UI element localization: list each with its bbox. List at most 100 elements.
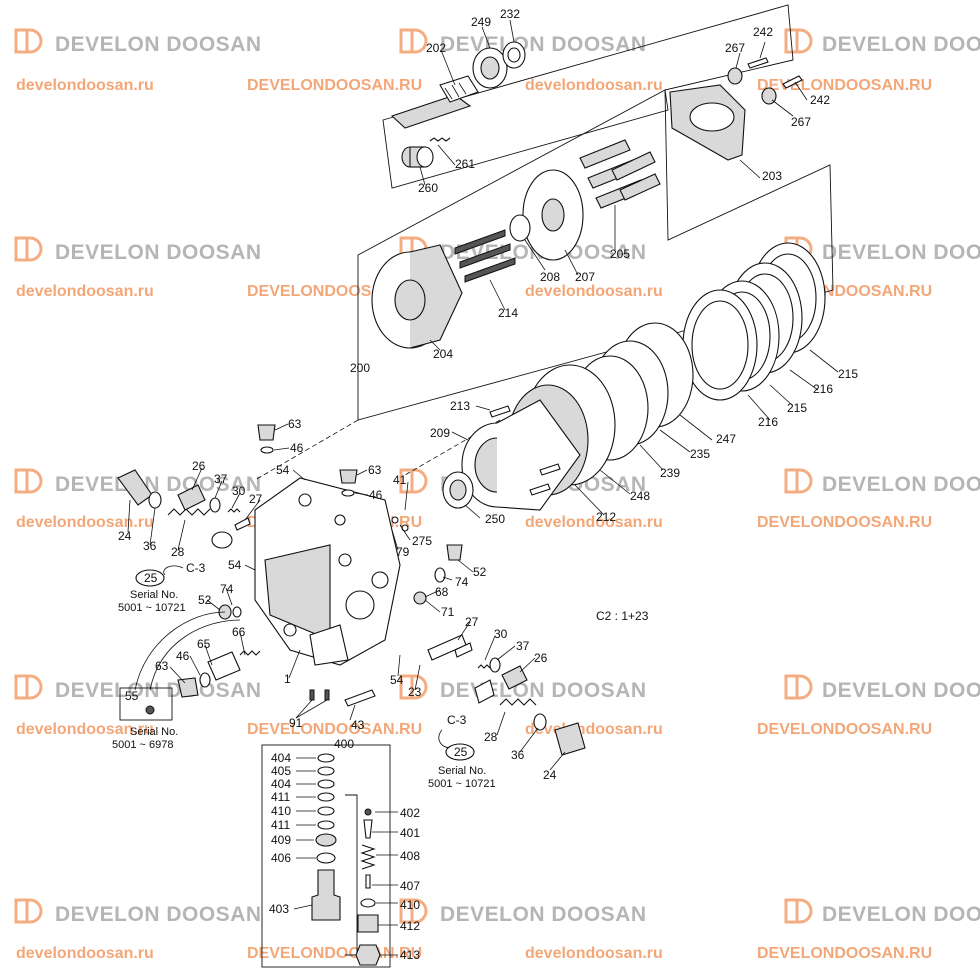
- plug-63-bottom: [177, 672, 211, 698]
- callout-406: 406: [271, 851, 291, 865]
- watermark-url: develondoosan.ru: [16, 721, 154, 738]
- frame-55: [119, 687, 173, 721]
- plate-207: [522, 169, 584, 261]
- callout-401: 401: [400, 826, 420, 840]
- callout-52: 52: [198, 593, 212, 607]
- callout-41: 41: [393, 473, 407, 487]
- assembly-frames: [254, 4, 834, 968]
- callout-68: 68: [435, 585, 449, 599]
- callout-37: 37: [516, 639, 530, 653]
- callout-410: 410: [271, 804, 291, 818]
- plug-63-mid: [339, 469, 358, 497]
- housing-209: [461, 399, 581, 511]
- callout-232: 232: [500, 7, 520, 21]
- callout-275: 275: [412, 534, 432, 548]
- watermark-logo: DEVELON DOOSAN: [784, 468, 980, 496]
- watermark-logo: DEVELON DOOSAN: [14, 898, 262, 926]
- c2-note: C2 : 1+23: [596, 609, 649, 623]
- watermark-url: develondoosan.ru: [525, 77, 663, 94]
- serial-label-left: Serial No.: [130, 589, 178, 601]
- watermark-logo: DEVELON DOOSAN: [784, 28, 980, 56]
- callout-200: 200: [350, 361, 370, 375]
- callout-216: 216: [758, 415, 778, 429]
- callout-28: 28: [484, 730, 498, 744]
- callout-242: 242: [753, 25, 773, 39]
- callout-202: 202: [426, 41, 446, 55]
- svg-text:DEVELON DOOSAN: DEVELON DOOSAN: [55, 473, 262, 496]
- leader-lines: [127, 19, 839, 771]
- callout-411: 411: [271, 790, 290, 804]
- watermark-layer: DEVELON DOOSAN DEVELON DOOSAN DEVELON DO…: [14, 28, 980, 962]
- callout-260: 260: [418, 181, 438, 195]
- callout-46: 46: [369, 488, 383, 502]
- watermark-url: develondoosan.ru: [16, 945, 154, 962]
- callout-207: 207: [575, 270, 595, 284]
- valve-26-37-30-left: [177, 484, 251, 549]
- callout-54: 54: [390, 673, 404, 687]
- callout-79: 79: [396, 545, 410, 559]
- callout-63: 63: [368, 463, 382, 477]
- plate-203: [669, 84, 746, 161]
- callout-1: 1: [284, 672, 291, 686]
- callout-411: 411: [271, 818, 290, 832]
- callout-215: 215: [787, 401, 807, 415]
- watermark-logo: DEVELON DOOSAN: [399, 898, 647, 926]
- callout-261: 261: [455, 157, 475, 171]
- callout-216: 216: [813, 382, 833, 396]
- callout-404: 404: [271, 751, 291, 765]
- callout-204: 204: [433, 347, 453, 361]
- plug-24-right: [533, 713, 586, 756]
- ref-25-right: 25: [454, 745, 468, 759]
- callout-74: 74: [220, 582, 234, 596]
- watermark-url: DEVELONDOOSAN.RU: [247, 721, 422, 738]
- watermark-url: develondoosan.ru: [525, 514, 663, 531]
- watermark-url: DEVELONDOOSAN.RU: [757, 514, 932, 531]
- svg-text:DEVELON DOOSAN: DEVELON DOOSAN: [440, 903, 647, 926]
- bearing-250: [442, 471, 474, 509]
- callout-24: 24: [543, 768, 557, 782]
- callout-250: 250: [485, 512, 505, 526]
- bush-260: [401, 146, 434, 168]
- serial-label-bottom: Serial No.: [130, 726, 178, 738]
- watermark-url: DEVELONDOOSAN.RU: [247, 945, 422, 962]
- callout-26: 26: [534, 651, 548, 665]
- valve-403: [311, 869, 341, 921]
- serial-range-bottom: 5001 ~ 6978: [112, 739, 173, 751]
- valve-65-66: [207, 650, 261, 681]
- callout-30: 30: [232, 484, 246, 498]
- svg-text:DEVELON DOOSAN: DEVELON DOOSAN: [822, 903, 980, 926]
- callout-208: 208: [540, 270, 560, 284]
- callout-267: 267: [725, 41, 745, 55]
- cylinder-204: [371, 244, 463, 349]
- callout-400: 400: [334, 737, 354, 751]
- callout-405: 405: [271, 764, 291, 778]
- callout-54: 54: [276, 463, 290, 477]
- watermark-url: develondoosan.ru: [16, 77, 154, 94]
- watermark-logo: DEVELON DOOSAN: [784, 674, 980, 702]
- callout-36: 36: [143, 539, 157, 553]
- callout-213: 213: [450, 399, 470, 413]
- plug-55: [145, 705, 155, 715]
- callout-242: 242: [810, 93, 830, 107]
- callout-65: 65: [197, 637, 211, 651]
- valve-parts-401-413: [355, 808, 381, 966]
- callout-209: 209: [430, 426, 450, 440]
- svg-text:DEVELON DOOSAN: DEVELON DOOSAN: [55, 903, 262, 926]
- svg-text:DEVELON DOOSAN: DEVELON DOOSAN: [55, 679, 262, 702]
- callout-52: 52: [473, 565, 487, 579]
- callout-71: 71: [441, 605, 455, 619]
- callout-27: 27: [465, 615, 479, 629]
- watermark-logo: DEVELON DOOSAN: [14, 236, 261, 264]
- callout-214: 214: [498, 306, 518, 320]
- callout-239: 239: [660, 466, 680, 480]
- watermark-logo: DEVELON DOOSAN: [14, 674, 262, 702]
- callout-54: 54: [228, 558, 242, 572]
- svg-text:DEVELON DOOSAN: DEVELON DOOSAN: [822, 241, 980, 264]
- watermark-logo: DEVELON DOOSAN: [14, 28, 261, 56]
- plugs-right: [391, 516, 463, 605]
- svg-text:DEVELON DOOSAN: DEVELON DOOSAN: [822, 679, 980, 702]
- ref-c3-right: C-3: [447, 713, 467, 727]
- disc-215-216: [682, 242, 826, 401]
- callout-24: 24: [118, 529, 132, 543]
